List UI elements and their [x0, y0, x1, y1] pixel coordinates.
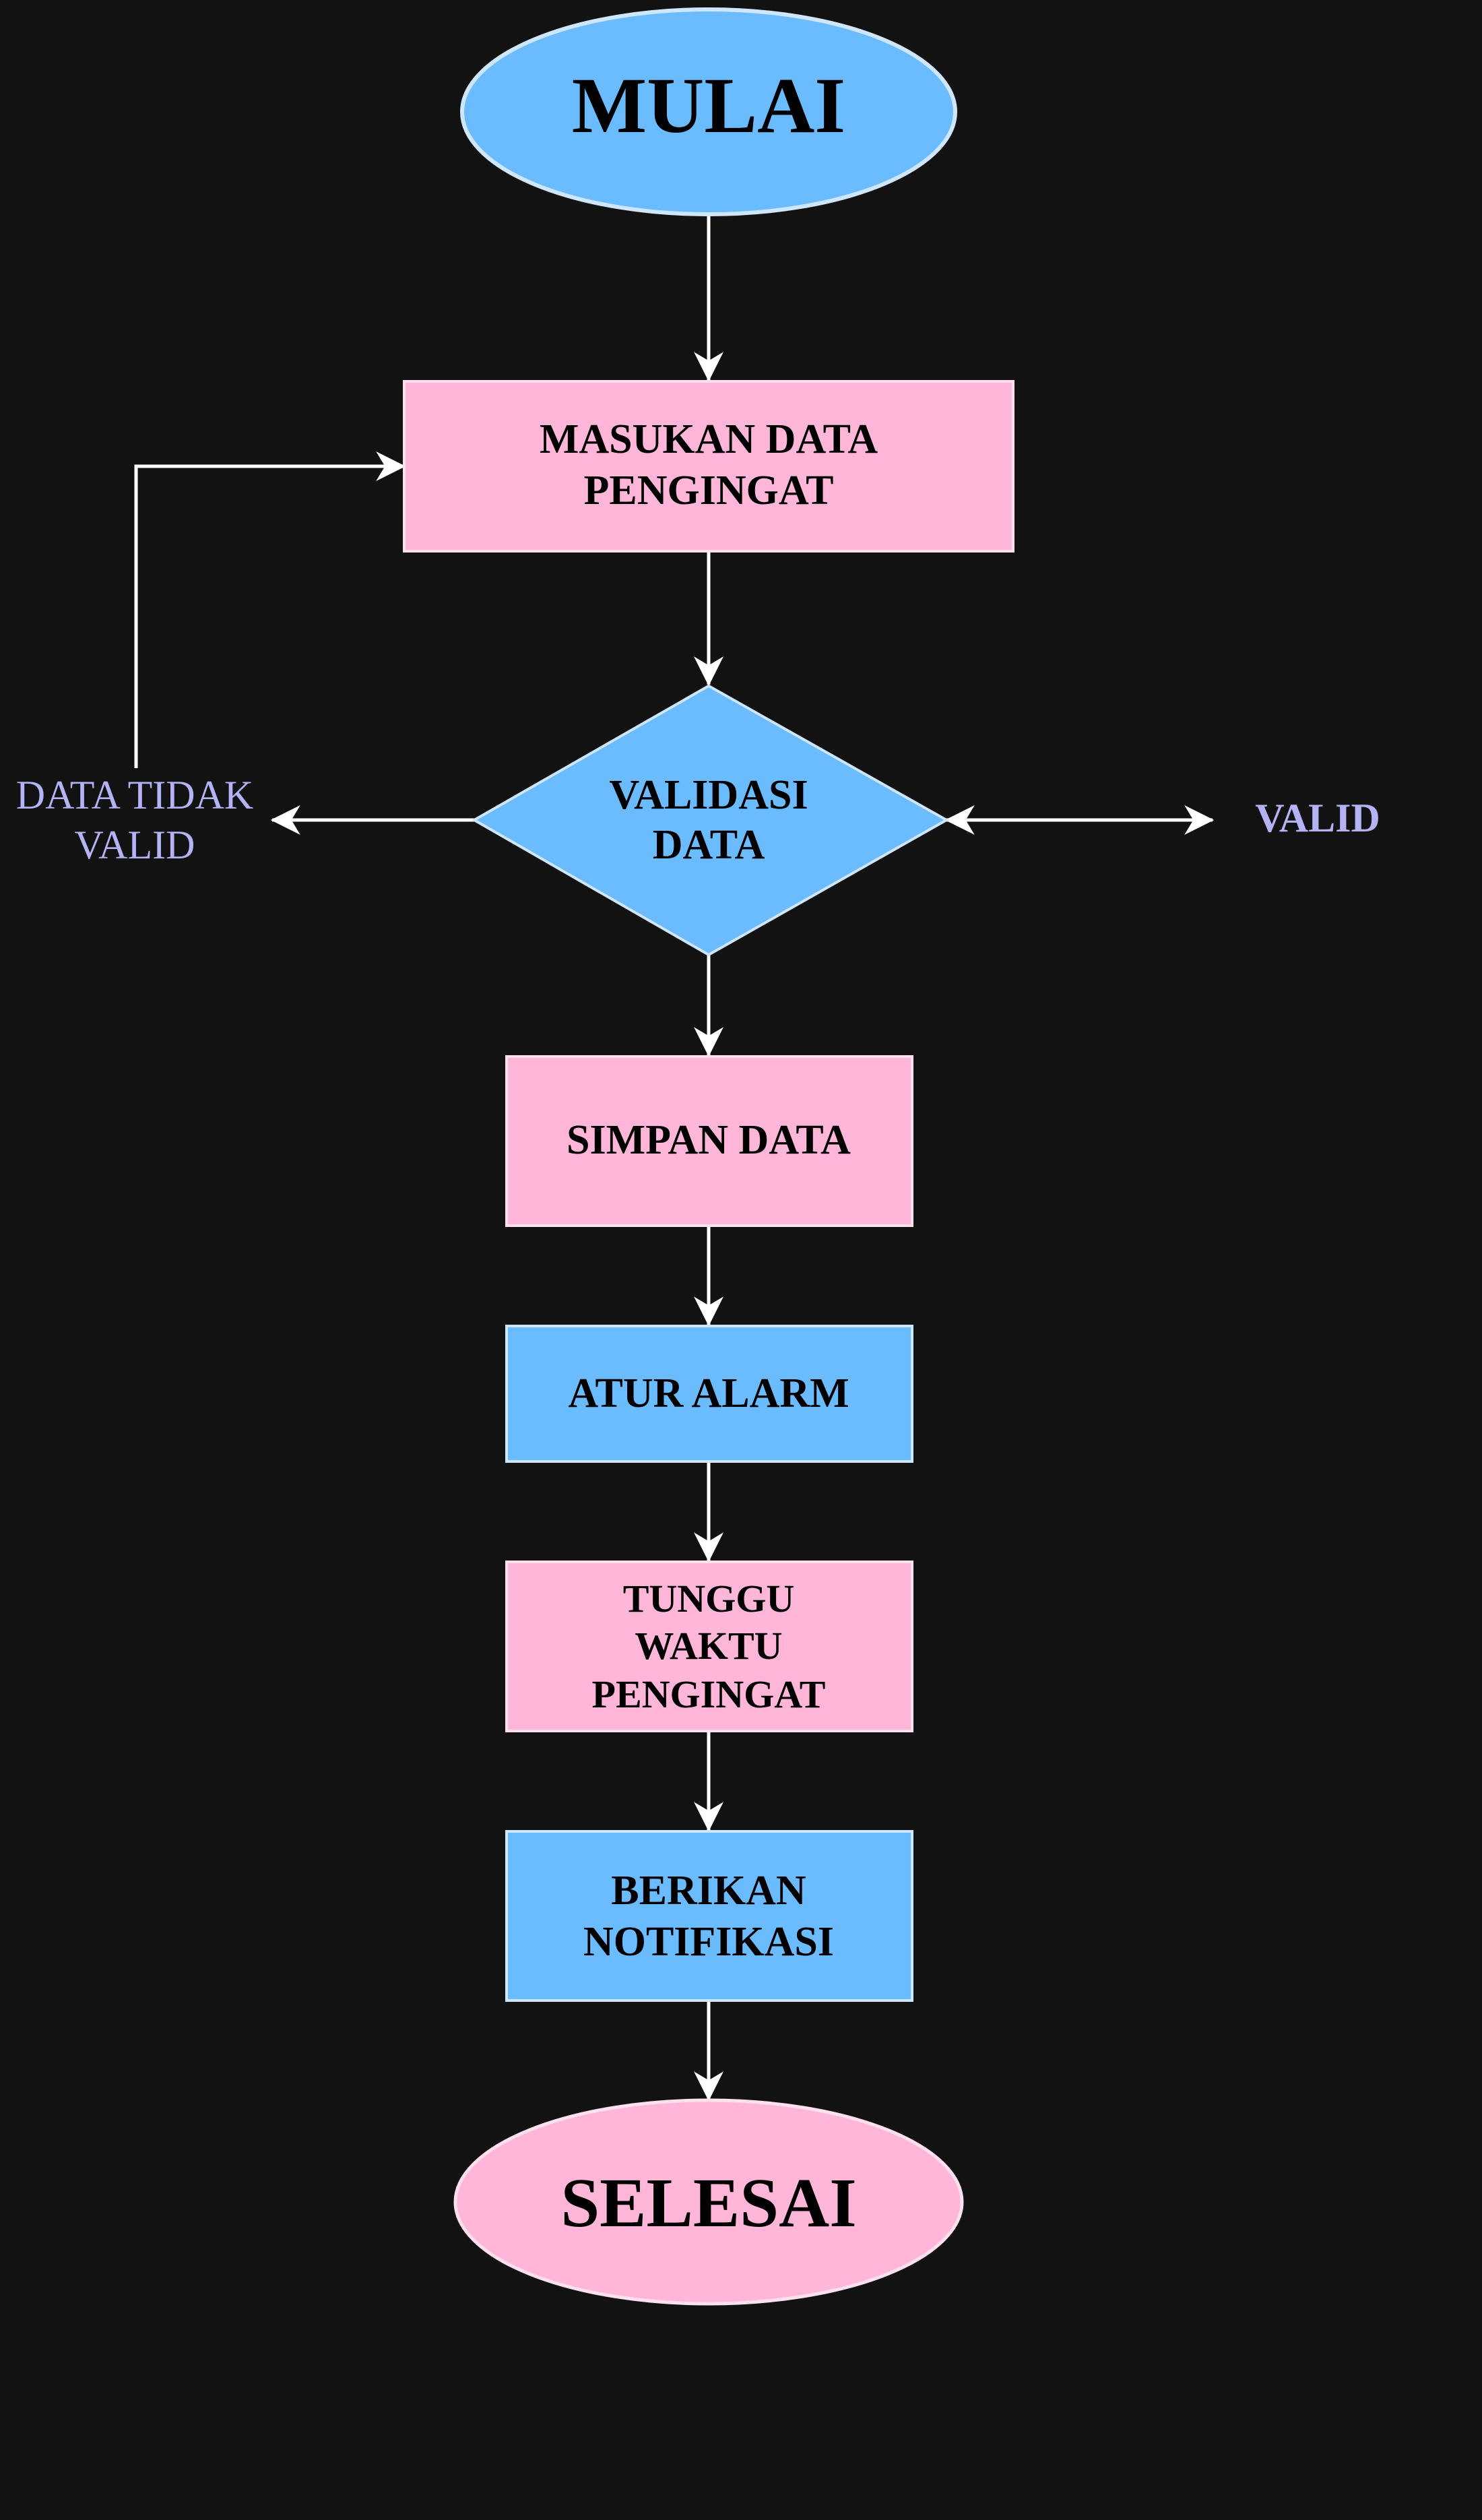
- save-box: [505, 1055, 913, 1227]
- invalid-label-line-2: VALID: [75, 823, 195, 867]
- wait-box: [505, 1561, 913, 1732]
- valid-branch-label: VALID: [1255, 796, 1380, 840]
- notify-box: [505, 1830, 913, 2002]
- wait-label-line-1: TUNGGU: [623, 1577, 795, 1620]
- validate-node: VALIDASI DATA: [471, 684, 950, 957]
- input-node: MASUKAN DATA PENGINGAT: [403, 380, 1014, 553]
- invalid-branch-label: DATA TIDAK VALID: [16, 773, 253, 867]
- connectors: [134, 216, 1215, 2102]
- validate-diamond: [471, 684, 950, 957]
- validate-label-line-2: DATA: [653, 822, 765, 868]
- notify-node: BERIKAN NOTIFIKASI: [505, 1830, 913, 2002]
- wait-label-line-3: PENGINGAT: [592, 1672, 826, 1716]
- arrow-invalid-loop-to-input: [134, 451, 406, 768]
- save-label: SIMPAN DATA: [567, 1117, 851, 1163]
- save-node: SIMPAN DATA: [505, 1055, 913, 1227]
- alarm-label: ATUR ALARM: [568, 1371, 849, 1416]
- input-box: [403, 380, 1014, 553]
- input-label-line-1: MASUKAN DATA: [540, 416, 878, 462]
- invalid-label-line-1: DATA TIDAK: [16, 773, 253, 817]
- wait-label-line-2: WAKTU: [635, 1624, 782, 1668]
- wait-node: TUNGGU WAKTU PENGINGAT: [505, 1561, 913, 1732]
- start-node: MULAI: [460, 7, 957, 216]
- start-label: MULAI: [572, 61, 845, 150]
- end-node: SELESAI: [453, 2098, 964, 2306]
- validate-label-line-1: VALIDASI: [609, 772, 808, 818]
- end-label: SELESAI: [560, 2164, 856, 2242]
- notify-label-line-1: BERIKAN: [611, 1868, 806, 1914]
- start-ellipse: [460, 7, 957, 216]
- notify-label-line-2: NOTIFIKASI: [583, 1919, 834, 1965]
- alarm-node: ATUR ALARM: [505, 1325, 913, 1463]
- input-label-line-2: PENGINGAT: [584, 468, 834, 513]
- end-ellipse: [453, 2098, 964, 2306]
- alarm-box: [505, 1325, 913, 1463]
